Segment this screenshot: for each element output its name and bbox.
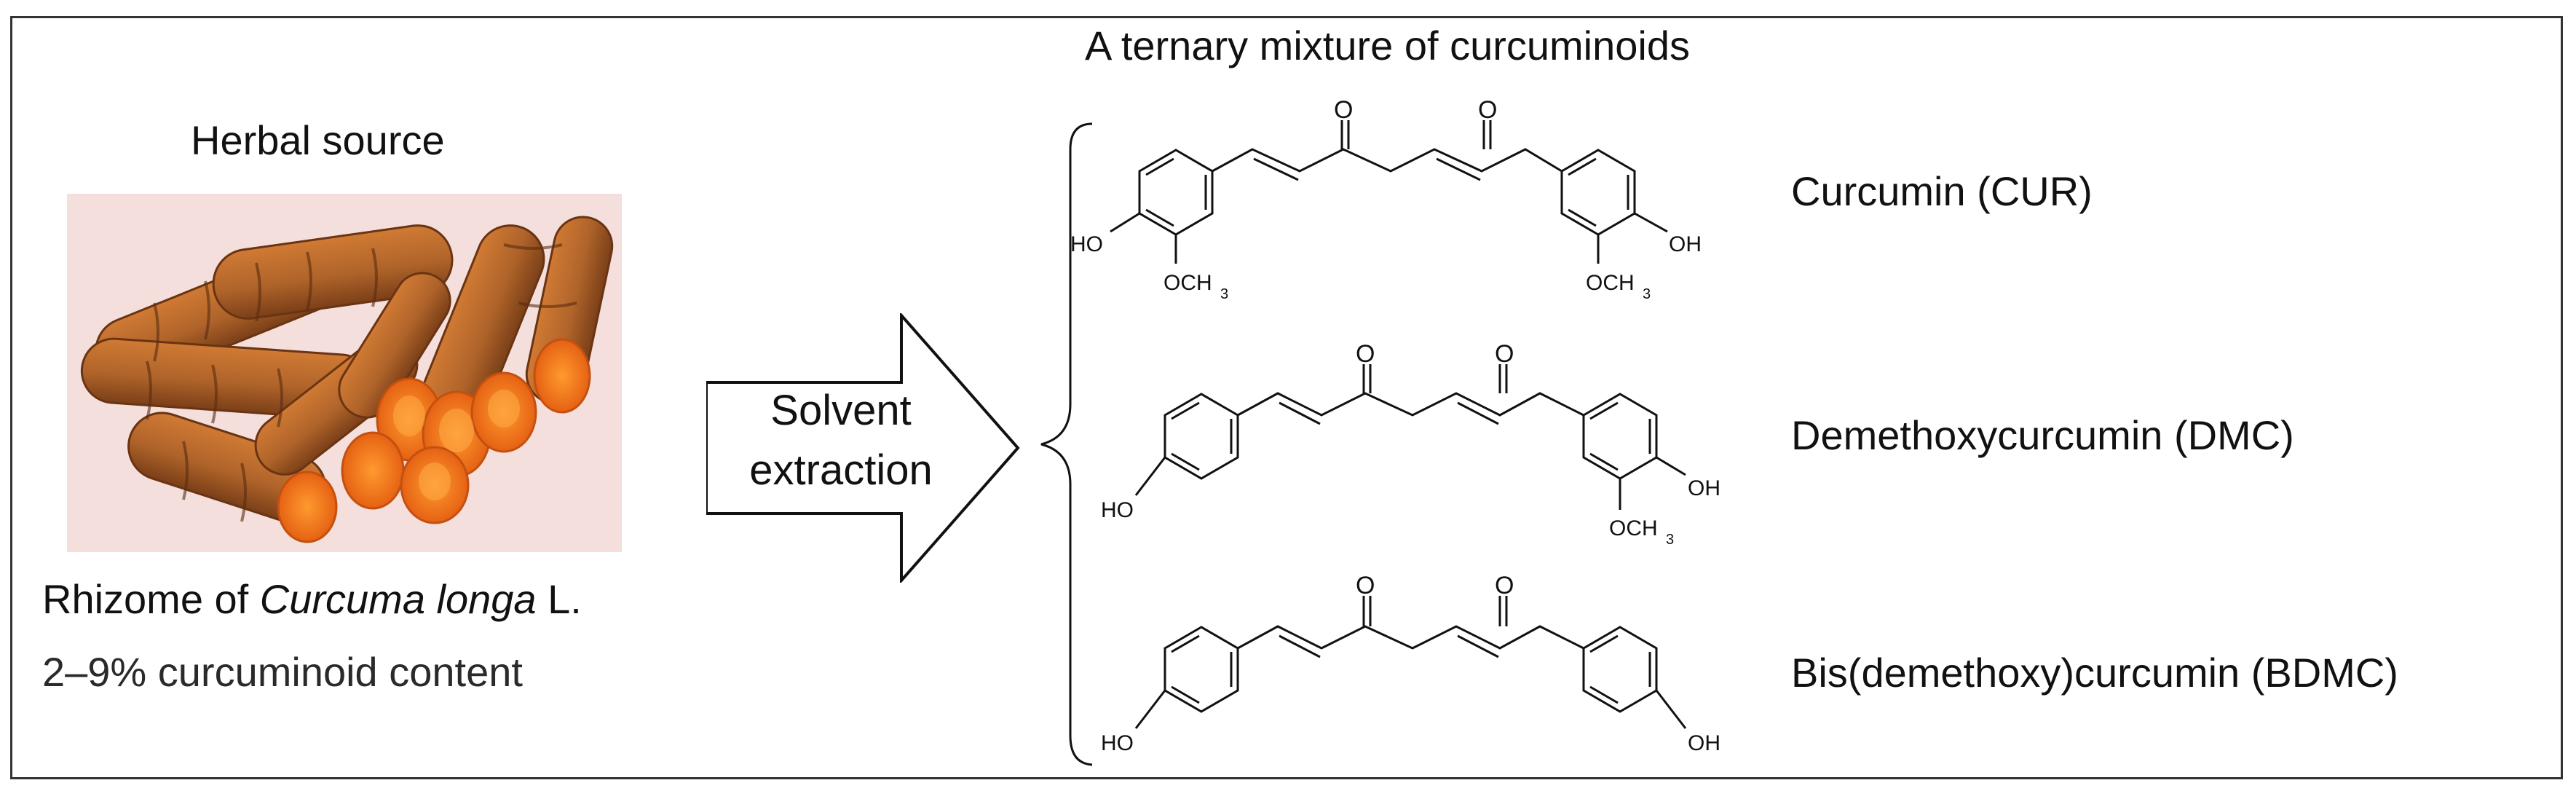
arrow-label-line2: extraction (749, 446, 933, 494)
atom-oh: OH (1688, 476, 1720, 500)
structure-bisdemethoxycurcumin (1134, 596, 1687, 729)
atom-o: O (1356, 572, 1375, 599)
atom-och3: OCH (1609, 516, 1658, 540)
extraction-arrow (705, 311, 1027, 585)
compound-name-dmc: Demethoxycurcumin (DMC) (1791, 412, 2294, 458)
rhizome-suffix: L. (536, 576, 582, 622)
atom-ho: HO (1101, 731, 1134, 755)
atom-ho: HO (1070, 232, 1103, 256)
atom-och3-sub: 3 (1666, 532, 1674, 548)
arrow-label-line1: Solvent (770, 387, 912, 434)
atom-och3-sub: 3 (1220, 286, 1228, 302)
species-name: Curcuma longa (259, 576, 537, 622)
figure-title: A ternary mixture of curcuminoids (1085, 23, 1690, 68)
turmeric-rhizome-image (67, 194, 622, 552)
atom-o: O (1356, 340, 1375, 368)
curly-brace (1040, 122, 1093, 766)
atom-o: O (1478, 96, 1497, 124)
compound-name-cur: Curcumin (CUR) (1791, 168, 2093, 214)
atom-o: O (1495, 572, 1514, 599)
structure-curcumin (1110, 120, 1668, 264)
herbal-source-label: Herbal source (191, 117, 445, 163)
structure-demethoxycurcumin (1134, 364, 1686, 510)
rhizome-label: Rhizome of Curcuma longa L. (42, 575, 582, 623)
atom-oh: OH (1669, 232, 1702, 256)
atom-o: O (1495, 340, 1514, 368)
atom-ho: HO (1101, 498, 1134, 522)
curcuminoid-content-label: 2–9% curcuminoid content (42, 649, 523, 695)
atom-och3: OCH (1163, 271, 1212, 295)
figure-frame (10, 16, 2563, 779)
atom-o: O (1334, 96, 1353, 124)
atom-och3-sub: 3 (1643, 286, 1651, 302)
atom-och3: OCH (1586, 271, 1635, 295)
compound-name-bdmc: Bis(demethoxy)curcumin (BDMC) (1791, 650, 2398, 696)
rhizome-prefix: Rhizome of (42, 576, 260, 622)
atom-oh: OH (1688, 731, 1720, 755)
